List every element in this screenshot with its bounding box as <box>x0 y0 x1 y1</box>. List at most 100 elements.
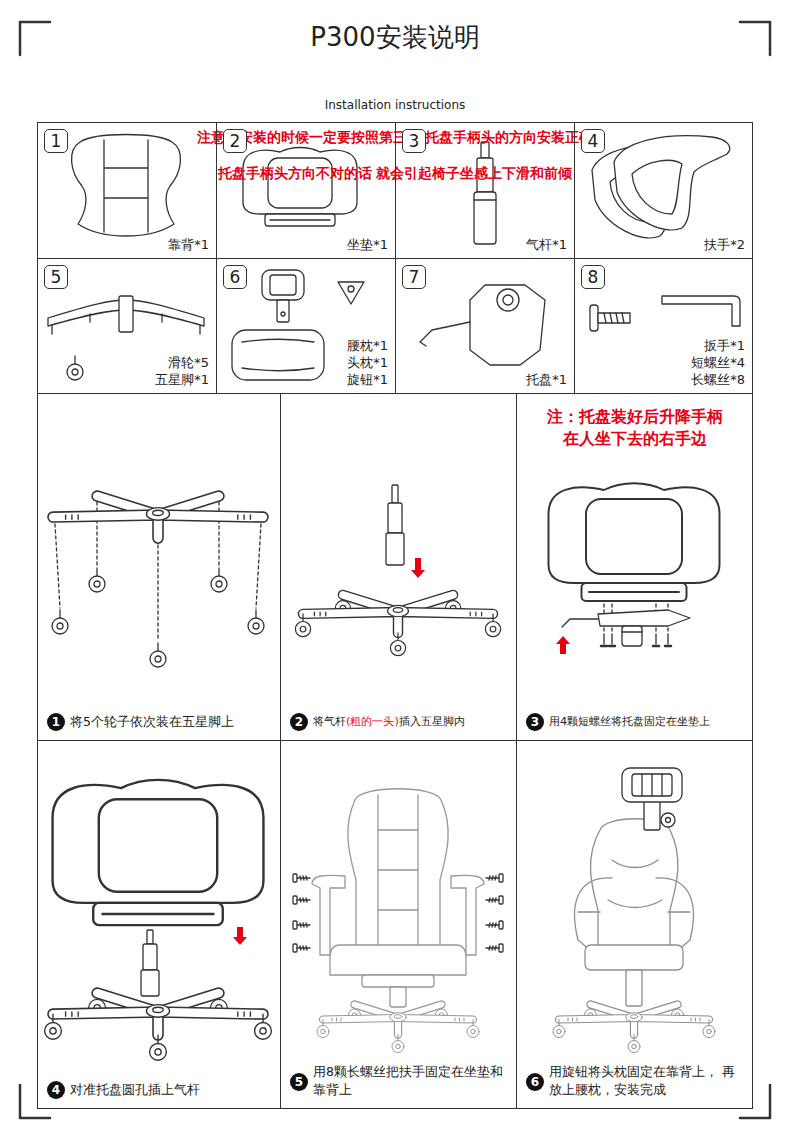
step-caption-group: 用旋钮将头枕固定在靠背上， 再放上腰枕，安装完成 <box>549 1063 739 1099</box>
callout-number-group: 7 <box>403 266 425 288</box>
part-label: 长螺丝*8 <box>691 371 745 388</box>
step-caption-group: 对准托盘圆孔插上气杆 <box>70 1081 275 1099</box>
step-panel: 用8颗长螺丝把扶手固定在坐垫和 靠背上 5 <box>280 740 517 1109</box>
pillow-drawing <box>232 270 364 380</box>
step6-drawing <box>553 768 715 1053</box>
callout-number: 8 <box>581 265 605 289</box>
step5-drawing <box>293 789 503 1053</box>
callout-number: 5 <box>295 1075 303 1089</box>
step1-drawing <box>52 496 264 667</box>
step-number: 1 <box>47 713 65 731</box>
part-label-group: 靠背*1 <box>168 236 209 253</box>
callout-number-group: 2 <box>224 130 246 152</box>
callout-number: 3 <box>409 131 420 151</box>
callout-number: 1 <box>52 715 60 729</box>
parts-panel: 坐垫*1 2 <box>216 122 396 259</box>
callout-number-group: 6 <box>526 1073 544 1091</box>
part-label: 气杆*1 <box>526 236 567 253</box>
warning-note-group: 注：托盘装好后升降手柄 在人坐下去的右手边 <box>537 406 732 450</box>
step-caption: 对准托盘圆孔插上气杆 <box>70 1082 200 1097</box>
part-label-group: 腰枕*1头枕*1旋钮*1 <box>347 337 388 388</box>
step4-drawing <box>45 780 272 1060</box>
armrest-drawing <box>592 136 730 238</box>
callout-number: 8 <box>588 267 599 287</box>
part-label: 旋钮*1 <box>347 371 388 388</box>
subtitle: Installation instructions <box>0 98 790 112</box>
part-label-group: 滑轮*5五星脚*1 <box>155 354 209 388</box>
callout-number: 6 <box>223 265 247 289</box>
part-label: 腰枕*1 <box>347 337 388 354</box>
part-label-group: 气杆*1 <box>526 236 567 253</box>
part-label: 托盘*1 <box>526 371 567 388</box>
step-caption-group: 将5个轮子依次装在五星脚上 <box>70 713 275 731</box>
parts-panel: 托盘*1 7 <box>395 258 575 394</box>
part-label: 滑轮*5 <box>155 354 209 371</box>
parts-panel: 气杆*1 3 <box>395 122 575 259</box>
step-panel: 将5个轮子依次装在五星脚上 1 <box>37 393 281 741</box>
step-caption: (粗的一头) <box>346 715 399 728</box>
part-label-group: 托盘*1 <box>526 371 567 388</box>
part-label: 头枕*1 <box>347 354 388 371</box>
parts-panel: 扳手*1短螺丝*4长螺丝*8 8 <box>574 258 753 394</box>
callout-number: 1 <box>44 129 68 153</box>
part-label: 靠背*1 <box>168 236 209 253</box>
callout-number: 3 <box>402 129 426 153</box>
parts-panel: 靠背*1 1 <box>37 122 217 259</box>
callout-number-group: 5 <box>290 1073 308 1091</box>
part-label: 短螺丝*4 <box>691 354 745 371</box>
step-caption-group: 将气杆(粗的一头)插入五星脚内 <box>313 713 518 731</box>
parts-panel: 扶手*2 4 <box>574 122 753 259</box>
callout-number: 5 <box>44 265 68 289</box>
callout-number-group: 3 <box>526 713 544 731</box>
step-caption: 用8颗长螺丝把扶手固定在坐垫和 靠背上 <box>313 1064 503 1097</box>
part-label: 扳手*1 <box>691 337 745 354</box>
parts-panel: 滑轮*5五星脚*1 5 <box>37 258 217 394</box>
callout-number: 4 <box>581 129 605 153</box>
callout-number-group: 4 <box>582 130 604 152</box>
callout-number-group: 5 <box>45 266 67 288</box>
callout-number: 5 <box>51 267 62 287</box>
step2-drawing <box>295 485 500 656</box>
step-number: 6 <box>526 1073 544 1091</box>
part-label: 扶手*2 <box>704 236 745 253</box>
step-number: 2 <box>290 713 308 731</box>
gas-lift-drawing <box>474 142 496 244</box>
parts-panel: 腰枕*1头枕*1旋钮*1 6 <box>216 258 396 394</box>
callout-number: 6 <box>531 1075 539 1089</box>
step-caption-group: 用4颗短螺丝将托盘固定在坐垫上 <box>549 713 754 731</box>
step-caption-group: 用8颗长螺丝把扶手固定在坐垫和 靠背上 <box>313 1063 503 1099</box>
step-caption: 用4颗短螺丝将托盘固定在坐垫上 <box>549 715 710 728</box>
step3-drawing <box>549 483 720 654</box>
callout-number-group: 1 <box>45 130 67 152</box>
step-number: 4 <box>47 1081 65 1099</box>
step-caption: 将气杆 <box>313 715 346 728</box>
step-panel: 对准托盘圆孔插上气杆 4 <box>37 740 281 1109</box>
step-panel: 用旋钮将头枕固定在靠背上， 再放上腰枕，安装完成 6 <box>516 740 753 1109</box>
callout-number: 3 <box>531 715 539 729</box>
step-caption: 将5个轮子依次装在五星脚上 <box>70 714 234 729</box>
callout-number: 7 <box>402 265 426 289</box>
callout-number-group: 2 <box>290 713 308 731</box>
warning-note: 注：托盘装好后升降手柄 在人坐下去的右手边 <box>547 407 723 448</box>
callout-number-group: 3 <box>403 130 425 152</box>
callout-number: 4 <box>588 131 599 151</box>
tilt-plate-drawing <box>420 285 545 365</box>
part-label: 五星脚*1 <box>155 371 209 388</box>
step-panel: 将气杆(粗的一头)插入五星脚内 2 <box>280 393 517 741</box>
part-label-group: 坐垫*1 <box>347 236 388 253</box>
step-caption: 插入五星脚内 <box>399 715 465 728</box>
callout-number-group: 6 <box>224 266 246 288</box>
callout-number: 2 <box>223 129 247 153</box>
callout-number: 4 <box>52 1083 60 1097</box>
part-label-group: 扶手*2 <box>704 236 745 253</box>
callout-number: 2 <box>230 131 241 151</box>
step-caption: 用旋钮将头枕固定在靠背上， 再放上腰枕，安装完成 <box>549 1064 735 1097</box>
callout-number: 1 <box>51 131 62 151</box>
part-label-group: 扳手*1短螺丝*4长螺丝*8 <box>691 337 745 388</box>
screw-wrench-drawing <box>590 296 740 331</box>
step-number: 5 <box>290 1073 308 1091</box>
step-number: 3 <box>526 713 544 731</box>
callout-number-group: 4 <box>47 1081 65 1099</box>
